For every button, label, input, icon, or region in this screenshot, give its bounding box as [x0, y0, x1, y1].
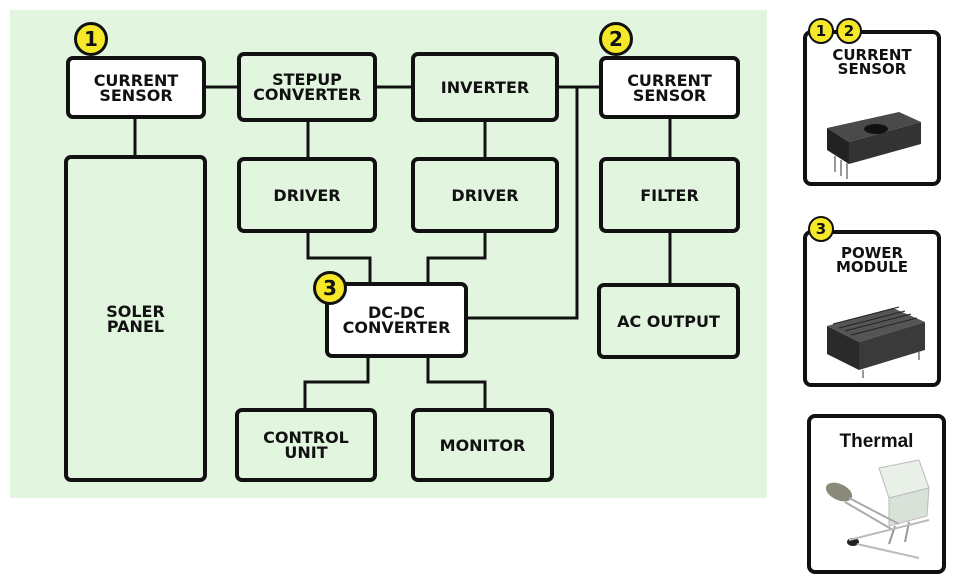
filter-box: FILTER	[599, 157, 740, 233]
current-sensor-legend-card: CURRENT SENSOR	[803, 30, 941, 186]
badge-1: 1	[74, 22, 108, 56]
current-sensor-image	[821, 100, 929, 182]
thermal-sensor-image	[819, 458, 939, 568]
inverter-box: INVERTER	[411, 52, 559, 122]
ac-output-box: AC OUTPUT	[597, 283, 740, 359]
badge-2: 2	[599, 22, 633, 56]
power-module-image	[823, 300, 929, 382]
legend-badge-2: 2	[836, 18, 862, 44]
legend-badge-3: 3	[808, 216, 834, 242]
driver-box-2: DRIVER	[411, 157, 559, 233]
dc-dc-converter-box: DC-DC CONVERTER	[325, 282, 468, 358]
power-module-legend-title: POWER MODULE	[807, 246, 937, 274]
badge-3: 3	[313, 271, 347, 305]
current-sensor-box-1: CURRENT SENSOR	[66, 56, 206, 119]
current-sensor-box-2: CURRENT SENSOR	[599, 56, 740, 119]
thermal-legend-card: Thermal	[807, 414, 946, 574]
current-sensor-legend-title: CURRENT SENSOR	[807, 48, 937, 76]
solar-panel-box: SOLER PANEL	[64, 155, 207, 482]
control-unit-box: CONTROL UNIT	[235, 408, 377, 482]
legend-badge-1: 1	[808, 18, 834, 44]
power-module-legend-card: POWER MODULE	[803, 230, 941, 387]
thermal-legend-title: Thermal	[811, 432, 942, 452]
monitor-box: MONITOR	[411, 408, 554, 482]
driver-box-1: DRIVER	[237, 157, 377, 233]
stepup-converter-box: STEPUP CONVERTER	[237, 52, 377, 122]
